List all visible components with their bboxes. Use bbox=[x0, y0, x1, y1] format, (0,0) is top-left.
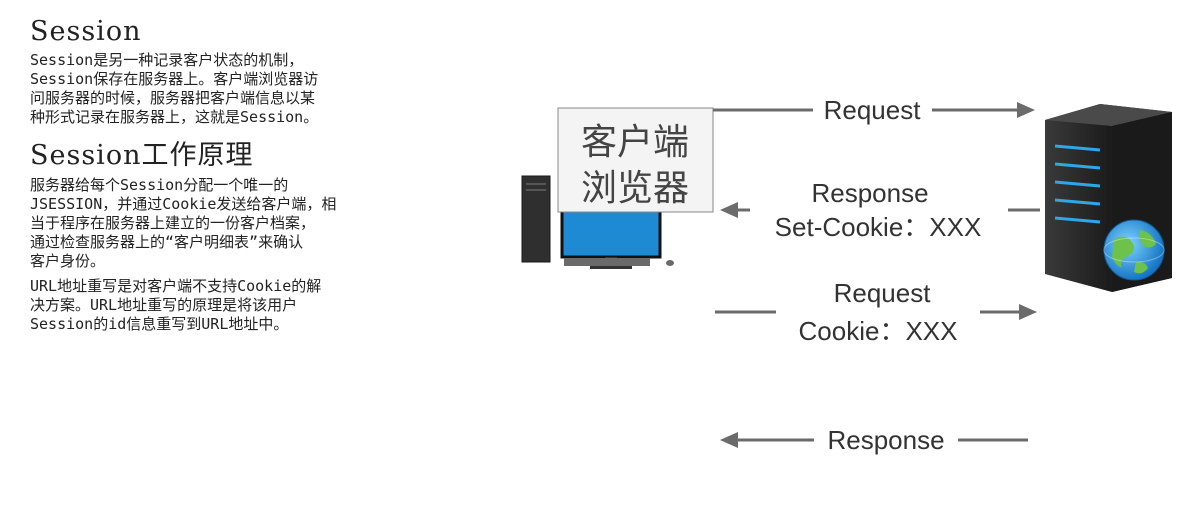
heading-session-principle: Session工作原理 bbox=[30, 140, 254, 171]
response-arrow: Response bbox=[720, 425, 1028, 455]
arrow-left-icon bbox=[720, 202, 738, 218]
para2-line: JSESSION，并通过Cookie发送给客户端，相 bbox=[30, 195, 337, 213]
arrow-right-icon bbox=[1017, 102, 1035, 118]
url-rewrite-description: URL地址重写是对客户端不支持Cookie的解 决方案。URL地址重写的原理是将… bbox=[30, 277, 480, 334]
pc-tower bbox=[521, 175, 551, 263]
globe-icon bbox=[1103, 219, 1165, 281]
session-description: Session是另一种记录客户状态的机制， Session保存在服务器上。客户端… bbox=[30, 51, 480, 127]
request-label: Request bbox=[824, 95, 922, 125]
left-text-panel: Session Session是另一种记录客户状态的机制， Session保存在… bbox=[30, 16, 480, 340]
para2-line: 当于程序在服务器上建立的一份客户档案， bbox=[30, 214, 316, 232]
set-cookie-label: Set-Cookie：XXX bbox=[775, 212, 982, 242]
response-set-cookie-arrow: Response Set-Cookie：XXX bbox=[720, 178, 1040, 242]
client-label-line2: 浏览器 bbox=[581, 168, 689, 209]
request-cookie-arrow: Request Cookie：XXX bbox=[715, 278, 1037, 346]
heading-session: Session bbox=[30, 16, 142, 47]
cookie-label: Cookie：XXX bbox=[799, 316, 958, 346]
client-browser-label: 客户端 浏览器 bbox=[557, 107, 714, 213]
session-principle-description: 服务器给每个Session分配一个唯一的 JSESSION，并通过Cookie发… bbox=[30, 176, 480, 271]
para2-line: 通过检查服务器上的“客户明细表”来确认 bbox=[30, 233, 304, 251]
para3-line: Session的id信息重写到URL地址中。 bbox=[30, 315, 289, 333]
para1-line: 问服务器的时候，服务器把客户端信息以某 bbox=[30, 89, 316, 107]
para2-line: 客户身份。 bbox=[30, 252, 106, 270]
client-label-line1: 客户端 bbox=[581, 122, 689, 163]
request-label: Request bbox=[834, 278, 932, 308]
session-diagram: 客户端 浏览器 Request Response Set-Cookie：XXX … bbox=[521, 95, 1172, 455]
response-label: Response bbox=[811, 178, 928, 208]
mouse bbox=[666, 260, 674, 266]
para3-line: URL地址重写是对客户端不支持Cookie的解 bbox=[30, 277, 322, 295]
request-arrow: Request bbox=[713, 95, 1035, 125]
para1-line: Session保存在服务器上。客户端浏览器访 bbox=[30, 70, 319, 88]
monitor-screen bbox=[560, 203, 662, 259]
response-label: Response bbox=[827, 425, 944, 455]
keyboard bbox=[564, 258, 650, 266]
arrow-left-icon bbox=[720, 432, 738, 448]
para1-line: 种形式记录在服务器上，这就是Session。 bbox=[30, 108, 319, 126]
arrow-right-icon bbox=[1019, 304, 1037, 320]
para2-line: 服务器给每个Session分配一个唯一的 bbox=[30, 176, 289, 194]
para1-line: Session是另一种记录客户状态的机制， bbox=[30, 51, 304, 69]
para3-line: 决方案。URL地址重写的原理是将该用户 bbox=[30, 296, 298, 314]
